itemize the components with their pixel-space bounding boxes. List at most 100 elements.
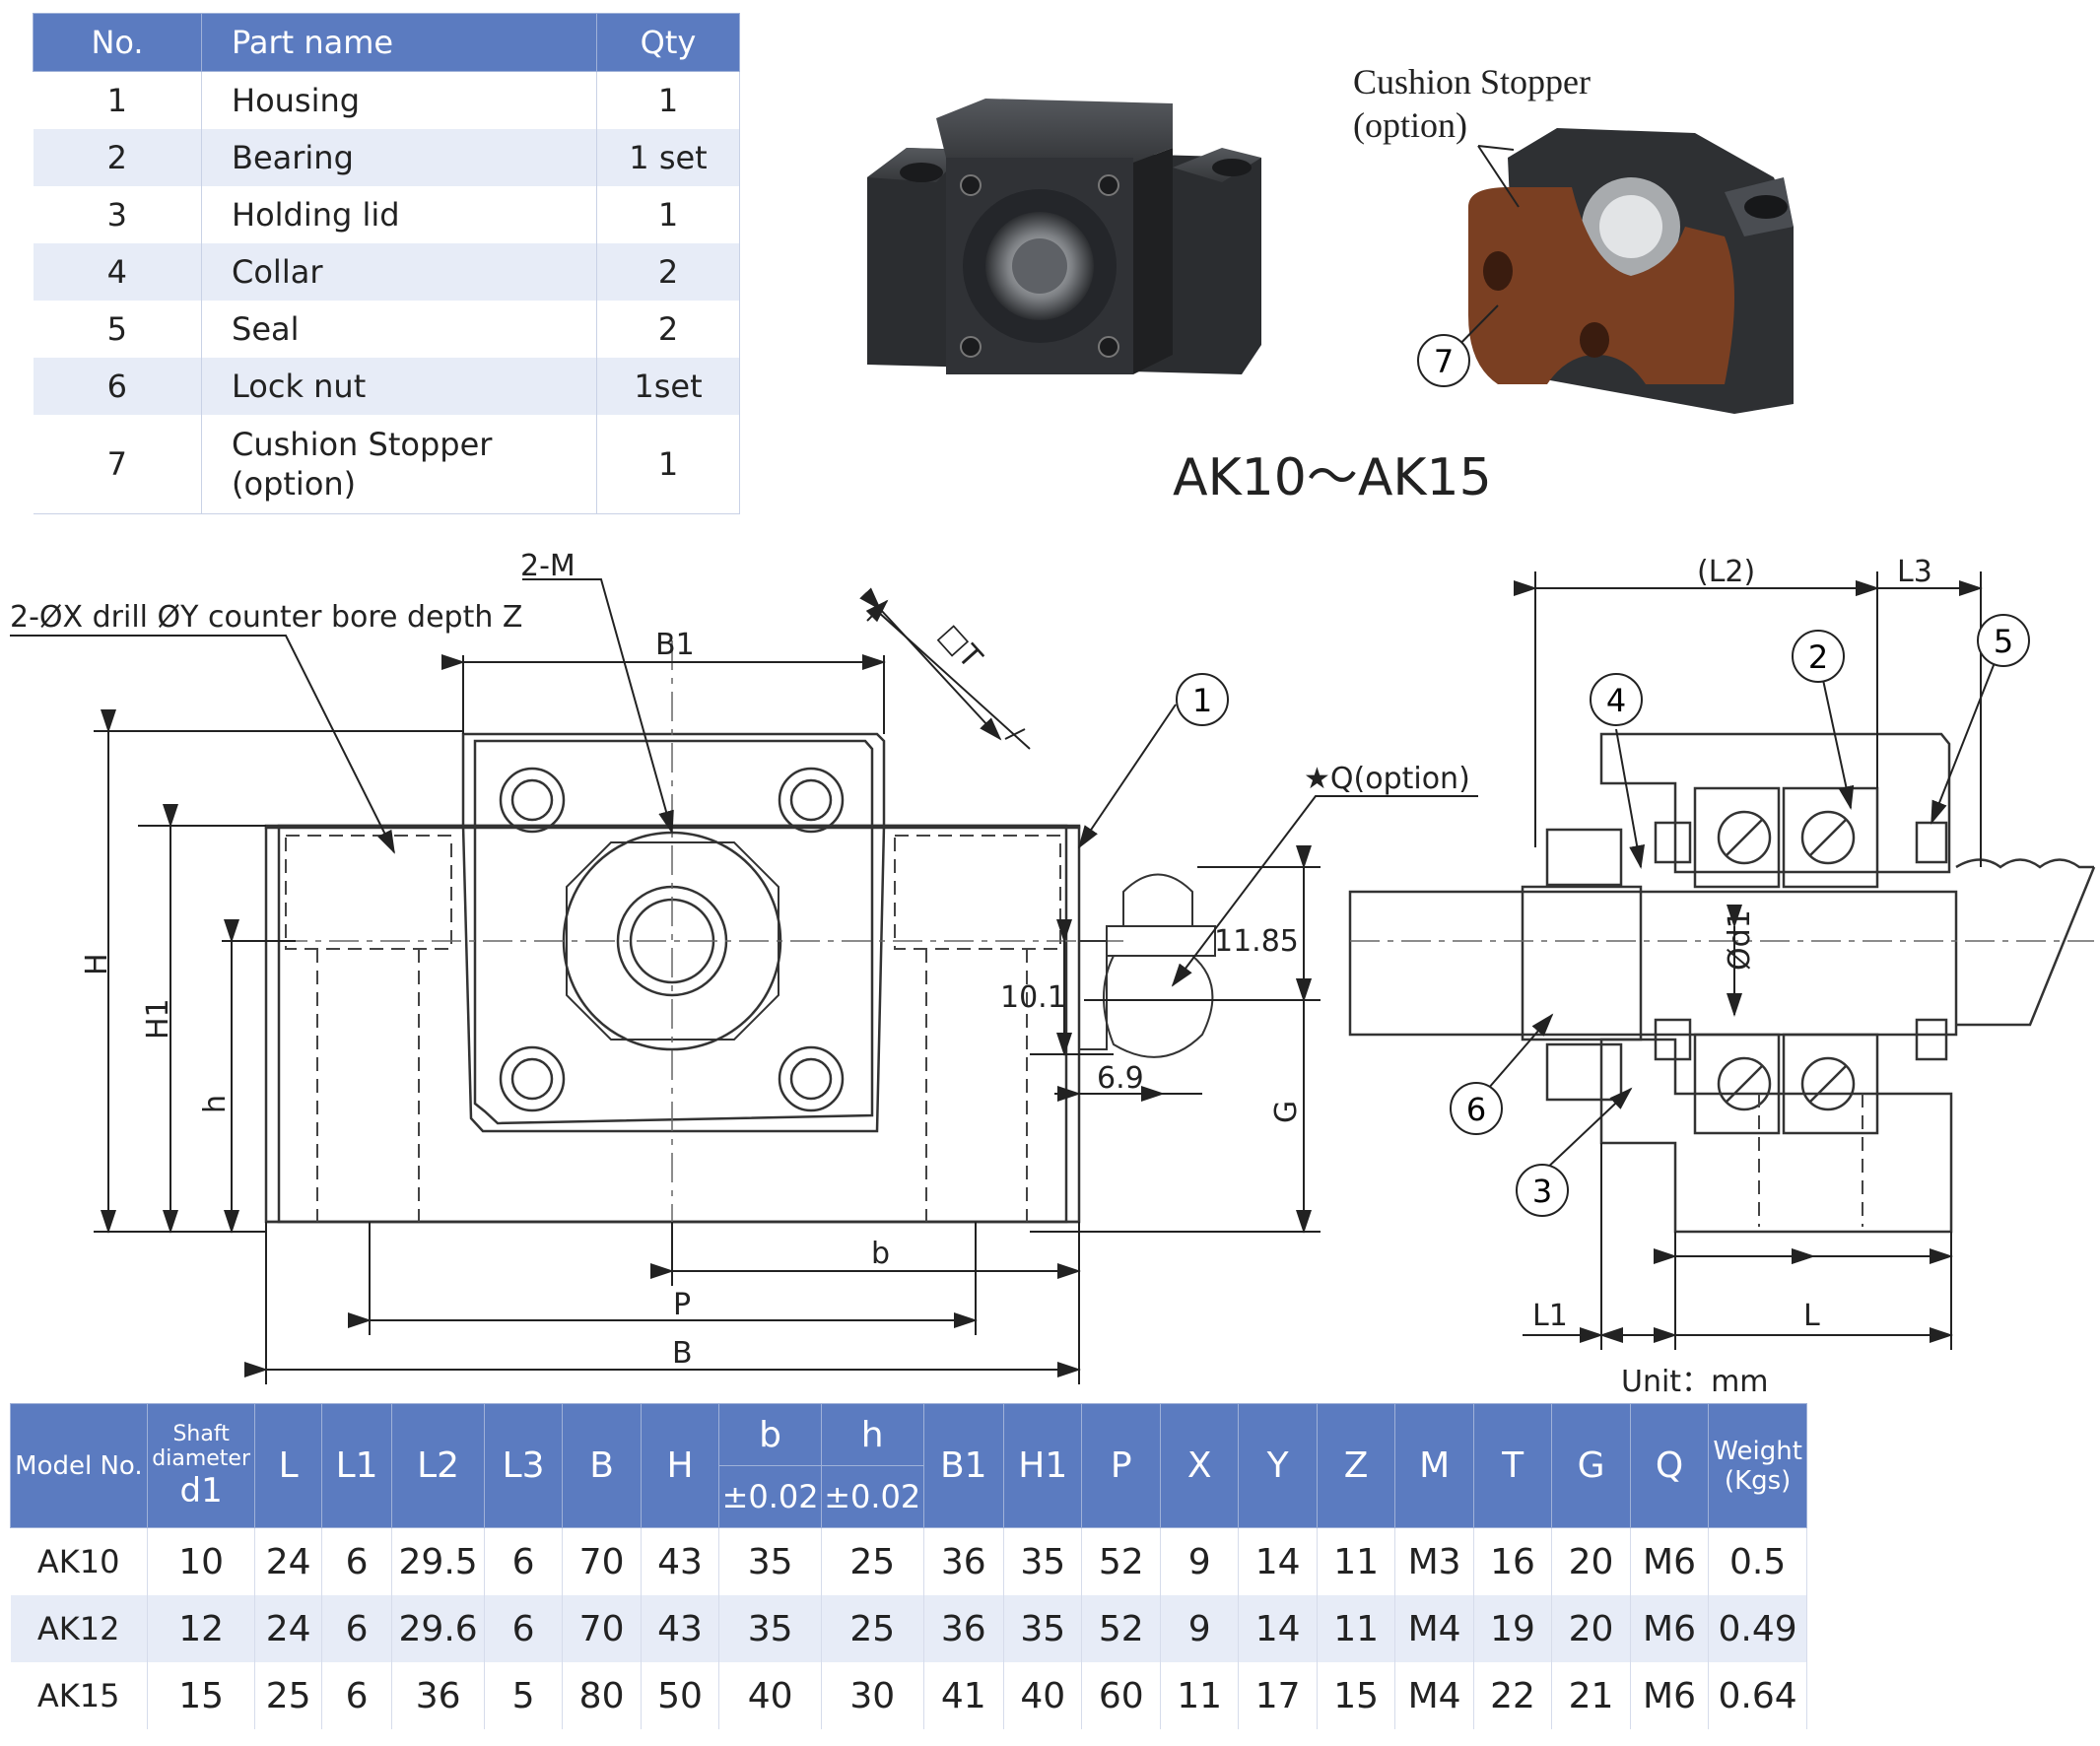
header-tol-b: ±0.02 (718, 1465, 822, 1528)
l2-label: (L2) (1697, 555, 1755, 589)
spec-cell: 43 (641, 1595, 720, 1662)
spec-cell: 50 (641, 1662, 720, 1729)
spec-cell: 40 (718, 1662, 822, 1729)
header-qty: Qty (596, 13, 740, 72)
header-b-small: b (718, 1403, 822, 1466)
table-row: 5 Seal 2 (33, 301, 740, 358)
part-qty: 1 (596, 415, 740, 514)
spec-cell: 6 (321, 1662, 393, 1729)
header-tol-h: ±0.02 (820, 1465, 924, 1528)
spec-cell: 20 (1551, 1595, 1631, 1662)
table-row: 4 Collar 2 (33, 243, 740, 301)
part-name: Bearing (201, 129, 597, 186)
spec-cell: M3 (1394, 1527, 1474, 1595)
spec-cell: 17 (1238, 1662, 1318, 1729)
spec-cell: 0.49 (1708, 1595, 1807, 1662)
model-cell: AK15 (10, 1662, 148, 1729)
part-name: Holding lid (201, 186, 597, 243)
h-total-label: H (80, 953, 114, 975)
header-z: Z (1316, 1403, 1396, 1528)
part-qty: 1 (596, 186, 740, 243)
spec-header-row-2: ±0.02 ±0.02 (11, 1465, 1807, 1528)
spec-cell: M4 (1394, 1662, 1474, 1729)
spec-cell: 6 (484, 1595, 564, 1662)
spec-cell: 25 (821, 1595, 924, 1662)
callout-4-text: 4 (1606, 682, 1626, 719)
spec-cell: 70 (562, 1527, 642, 1595)
part-no: 6 (33, 358, 202, 415)
callout-3-text: 3 (1532, 1173, 1552, 1210)
table-row: 7 Cushion Stopper (option) 1 (33, 415, 740, 514)
section-dimensions (1487, 571, 1997, 1350)
h-small-label: h (198, 1095, 233, 1113)
part-no: 7 (33, 415, 202, 514)
spec-cell: 16 (1473, 1527, 1553, 1595)
spec-table: Model No. Shaft diameter d1 L L1 L2 L3 B… (10, 1403, 1807, 1729)
spec-cell: M4 (1394, 1595, 1474, 1662)
spec-cell: 24 (254, 1527, 322, 1595)
table-row: 2 Bearing 1 set (33, 129, 740, 186)
model-cell: AK12 (10, 1595, 148, 1662)
spec-cell: 25 (254, 1662, 322, 1729)
spec-cell: 11 (1160, 1662, 1240, 1729)
part-qty: 1set (596, 358, 740, 415)
spec-cell: 6 (321, 1527, 393, 1595)
spec-cell: 35 (1003, 1527, 1083, 1595)
header-g: G (1551, 1403, 1631, 1528)
spec-cell: 0.5 (1708, 1527, 1807, 1595)
header-model: Model No. (10, 1403, 148, 1528)
grease-nipple (1078, 873, 1216, 1058)
header-h: H (640, 1403, 720, 1528)
cushion-stopper-label: Cushion Stopper (1353, 62, 1592, 101)
part-name-note: (option) (232, 465, 357, 503)
svg-text:1: 1 (1192, 682, 1212, 719)
spec-cell: 43 (641, 1527, 720, 1595)
model-range-title: AK10～AK15 (1173, 448, 1492, 507)
spec-cell: 52 (1081, 1595, 1161, 1662)
photo-callout-7: 7 (1417, 145, 1520, 387)
spec-cell: 14 (1238, 1527, 1318, 1595)
header-p: P (1081, 1403, 1161, 1528)
spec-cell: 9 (1160, 1527, 1240, 1595)
spec-cell: 35 (718, 1527, 822, 1595)
unit-label: Unit：mm (1621, 1365, 1769, 1399)
parts-table: No. Part name Qty 1 Housing 1 2 Bearing … (33, 13, 740, 514)
spec-cell: 5 (484, 1662, 564, 1729)
spec-cell: 70 (562, 1595, 642, 1662)
callout-5-text: 5 (1994, 623, 2013, 660)
callout-1: 1 (1176, 673, 1229, 726)
spec-cell: 19 (1473, 1595, 1553, 1662)
part-qty: 1 (596, 71, 740, 129)
hidden-lines (285, 835, 1061, 1222)
header-h1: H1 (1003, 1403, 1083, 1528)
spec-cell: 10 (147, 1527, 256, 1595)
spec-cell: 36 (391, 1662, 485, 1729)
callout-2-text: 2 (1808, 638, 1828, 676)
spec-cell: 21 (1551, 1662, 1631, 1729)
table-row: 1 Housing 1 (33, 71, 740, 129)
spec-cell: 9 (1160, 1595, 1240, 1662)
part-no: 2 (33, 129, 202, 186)
tap-2m-label: 2-M (520, 549, 576, 583)
part-name: Cushion Stopper (232, 426, 493, 463)
table-row: 6 Lock nut 1set (33, 358, 740, 415)
drill-note: 2-ØX drill ØY counter bore depth Z (10, 600, 522, 635)
header-weight: Weight (Kgs) (1708, 1403, 1807, 1528)
center-lines (227, 640, 1123, 1281)
od1-label: Ød1 (1723, 909, 1757, 971)
header-no: No. (33, 13, 202, 72)
spec-cell: 15 (147, 1662, 256, 1729)
spec-cell: 25 (821, 1527, 924, 1595)
part-name: Housing (201, 71, 597, 129)
part-no: 3 (33, 186, 202, 243)
spec-cell: 24 (254, 1595, 322, 1662)
model-cell: AK10 (10, 1527, 148, 1595)
engineering-drawing: 7 (10, 145, 2096, 1399)
spec-cell: 6 (321, 1595, 393, 1662)
spec-cell: M6 (1630, 1595, 1710, 1662)
spec-cell: 20 (1551, 1527, 1631, 1595)
part-no: 5 (33, 301, 202, 358)
p-label: P (673, 1288, 691, 1322)
